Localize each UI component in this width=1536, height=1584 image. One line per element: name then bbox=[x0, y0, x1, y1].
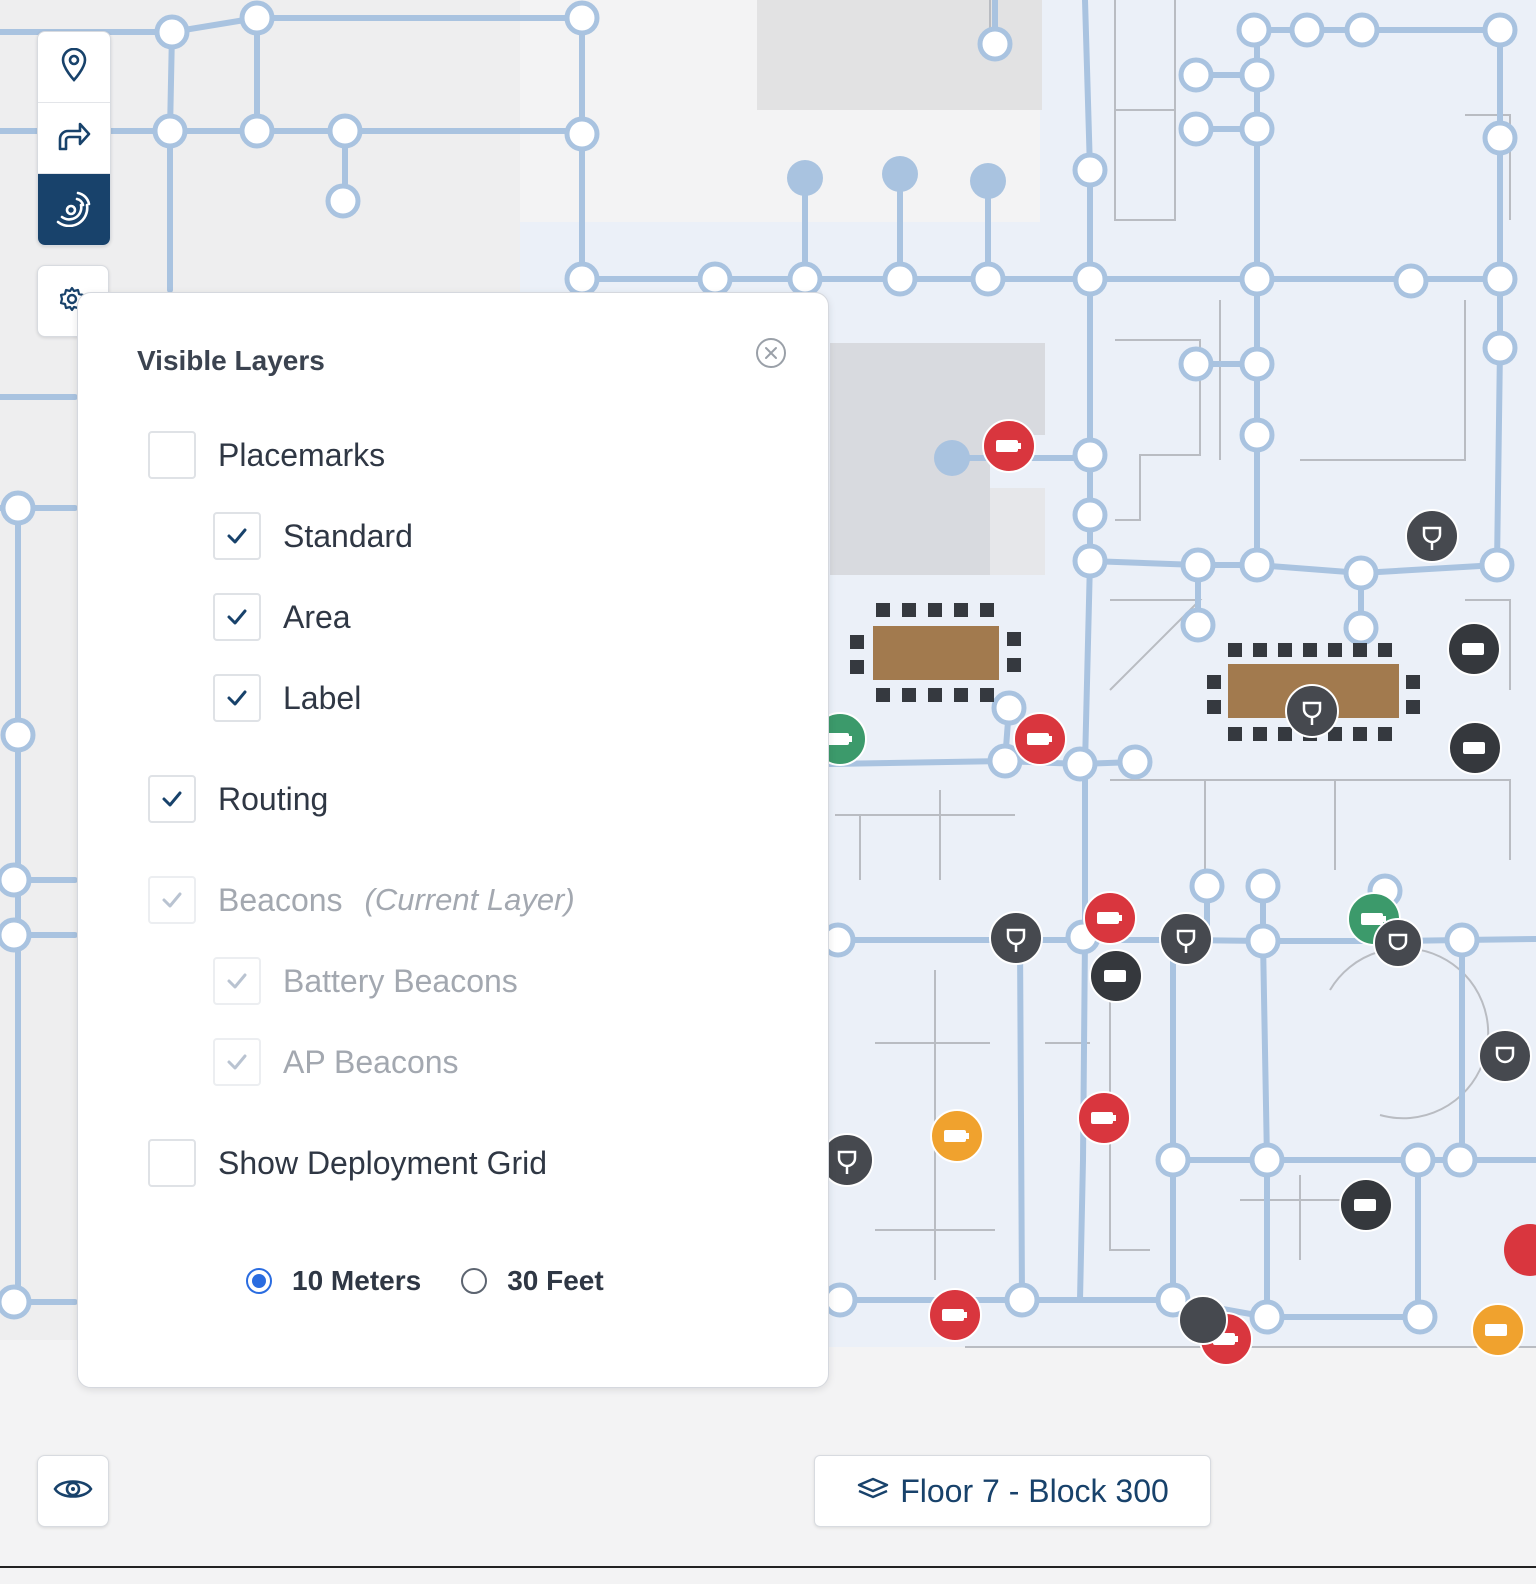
placemarks-checkbox[interactable] bbox=[148, 431, 196, 479]
layers-icon bbox=[856, 1475, 890, 1508]
route-nodes bbox=[0, 0, 1518, 1335]
layer-row-area: Area bbox=[213, 593, 351, 641]
ap-beacon-icon bbox=[1178, 1295, 1228, 1345]
battery-beacon-icon bbox=[1077, 1091, 1131, 1145]
layer-label: Battery Beacons bbox=[283, 962, 518, 999]
layer-label: AP Beacons bbox=[283, 1043, 459, 1080]
battery-beacon-icon bbox=[1083, 891, 1137, 945]
beacon-tool-button[interactable] bbox=[38, 174, 110, 245]
battery-beacons-checkbox bbox=[213, 957, 261, 1005]
beacon-tag-icon bbox=[1448, 721, 1502, 775]
checkmark-icon bbox=[227, 528, 247, 544]
layer-label: Label bbox=[283, 679, 362, 716]
beacon-signal-icon bbox=[54, 187, 94, 232]
layer-row-label: Label bbox=[213, 674, 361, 722]
layer-label: Beacons bbox=[218, 881, 343, 918]
checkmark-icon bbox=[227, 1054, 247, 1070]
layer-row-beacons: Beacons (Current Layer) bbox=[148, 876, 575, 924]
label-checkbox[interactable] bbox=[213, 674, 261, 722]
beacon-tag-icon bbox=[1339, 1178, 1393, 1232]
layer-row-routing: Routing bbox=[148, 775, 328, 823]
ap-beacon-icon bbox=[1478, 1029, 1532, 1083]
ap-beacons-checkbox bbox=[213, 1038, 261, 1086]
layer-label: Placemarks bbox=[218, 436, 386, 473]
routing-tool-button[interactable] bbox=[38, 103, 110, 174]
layer-row-standard: Standard bbox=[213, 512, 413, 560]
layer-row-deployment-grid: Show Deployment Grid bbox=[148, 1139, 547, 1187]
beacon-tag-icon bbox=[1089, 949, 1143, 1003]
floor-selector-button[interactable]: Floor 7 - Block 300 bbox=[814, 1455, 1211, 1527]
layer-row-battery-beacons: Battery Beacons bbox=[213, 957, 518, 1005]
visibility-toggle-button[interactable] bbox=[37, 1455, 109, 1527]
ap-beacon-icon bbox=[1159, 912, 1213, 966]
beacon-tag-icon bbox=[1447, 622, 1501, 676]
conference-table-1 bbox=[850, 603, 1021, 702]
layer-row-placemarks: Placemarks bbox=[148, 431, 385, 479]
ap-beacon-icon bbox=[1405, 509, 1459, 563]
checkmark-icon bbox=[227, 973, 247, 989]
bottom-border bbox=[0, 1566, 1536, 1568]
current-layer-note: (Current Layer) bbox=[364, 882, 575, 917]
deployment-grid-checkbox[interactable] bbox=[148, 1139, 196, 1187]
close-icon bbox=[755, 338, 787, 373]
battery-beacon-icon bbox=[928, 1288, 982, 1342]
checkmark-icon bbox=[227, 609, 247, 625]
entry-nodes bbox=[787, 156, 1006, 476]
floor-label: Floor 7 - Block 300 bbox=[900, 1472, 1169, 1509]
beacons-checkbox bbox=[148, 876, 196, 924]
ap-beacon-icon bbox=[1373, 918, 1423, 968]
eye-icon bbox=[53, 1475, 93, 1508]
ap-beacon-icon bbox=[1285, 684, 1339, 738]
placemark-tool-button[interactable] bbox=[38, 32, 110, 103]
layer-label: Standard bbox=[283, 517, 413, 554]
layer-label: Routing bbox=[218, 780, 329, 817]
checkmark-icon bbox=[227, 690, 247, 706]
ap-beacon-icon bbox=[989, 911, 1043, 965]
grid-option-10-meters-radio[interactable] bbox=[246, 1268, 272, 1294]
layer-row-ap-beacons: AP Beacons bbox=[213, 1038, 459, 1086]
panel-title: Visible Layers bbox=[137, 345, 325, 376]
routing-checkbox[interactable] bbox=[148, 775, 196, 823]
location-pin-icon bbox=[59, 47, 89, 87]
battery-beacon-icon bbox=[1504, 1224, 1536, 1276]
ap-beacons[interactable] bbox=[820, 509, 1532, 1345]
battery-beacon-icon bbox=[982, 419, 1036, 473]
checkmark-icon bbox=[162, 791, 182, 807]
checkmark-icon bbox=[162, 892, 182, 908]
directions-icon bbox=[56, 119, 92, 158]
layer-label: Area bbox=[283, 598, 351, 635]
battery-beacon-icon bbox=[1471, 1303, 1525, 1357]
battery-beacons[interactable] bbox=[813, 419, 1536, 1366]
standard-checkbox[interactable] bbox=[213, 512, 261, 560]
grid-option-30-feet-radio[interactable] bbox=[461, 1268, 488, 1294]
grid-size-options: 10 Meters 30 Feet bbox=[246, 1265, 644, 1297]
grid-option-label: 10 Meters bbox=[292, 1265, 422, 1296]
gear-icon bbox=[58, 285, 86, 318]
area-checkbox[interactable] bbox=[213, 593, 261, 641]
battery-beacon-icon bbox=[930, 1109, 984, 1163]
map-toolbar bbox=[37, 31, 111, 246]
layer-label: Show Deployment Grid bbox=[218, 1144, 548, 1181]
grid-option-label: 30 Feet bbox=[507, 1265, 604, 1296]
battery-beacon-icon bbox=[1013, 712, 1067, 766]
close-panel-button[interactable] bbox=[755, 337, 786, 368]
